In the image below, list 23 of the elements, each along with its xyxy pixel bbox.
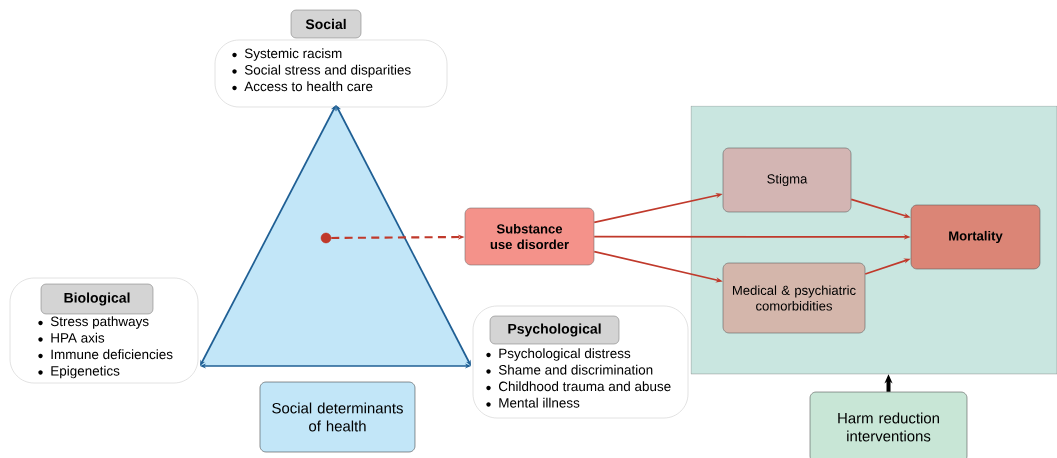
- process-box: Medical & psychiatric comorbidities: [722, 262, 866, 334]
- double-arrow: [336, 105, 471, 366]
- text-box: Harm reduction interventions: [809, 391, 968, 458]
- bullet-item: Psychological distress: [499, 348, 631, 361]
- bullet-item: Immune deficiencies: [51, 349, 173, 360]
- process-box: Substance use disorder: [464, 207, 595, 266]
- bullet-item: Epigenetics: [51, 365, 120, 379]
- bullet-item: Mental illness: [499, 397, 580, 408]
- bullet-item: Access to health care: [244, 81, 373, 92]
- bullet-item: Shame and discrimination: [498, 364, 653, 375]
- header-tab: Psychological: [489, 315, 620, 345]
- bullet-item: Childhood trauma and abuse: [498, 381, 671, 392]
- header-tab: Biological: [40, 283, 154, 315]
- double-arrow: [200, 363, 471, 369]
- process-box: Stigma: [722, 147, 852, 213]
- text-box: Social determinants of health: [259, 381, 416, 453]
- bullet-item: Systemic racism: [244, 48, 342, 61]
- process-box: Mortality: [910, 204, 1041, 270]
- bullet-item: Stress pathways: [50, 316, 149, 329]
- header-tab: Social: [290, 9, 362, 39]
- bullet-item: HPA axis: [51, 332, 105, 343]
- bullet-item: Social stress and disparities: [244, 64, 411, 78]
- double-arrow: [200, 105, 336, 366]
